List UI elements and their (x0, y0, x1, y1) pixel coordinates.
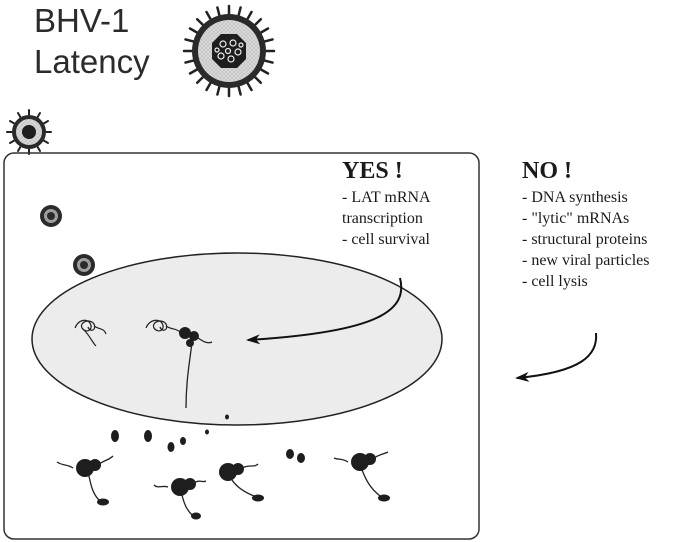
ribosome-icon (219, 463, 264, 502)
mrna-dots (111, 414, 305, 463)
cell-outline (3, 152, 480, 540)
yes-item: transcription (342, 210, 423, 227)
no-item: - "lytic" mRNAs (522, 210, 630, 227)
no-item: - new viral particles (522, 252, 650, 269)
capsid-icon (40, 205, 62, 227)
yes-heading: YES ! (342, 158, 403, 184)
no-item: - DNA synthesis (522, 189, 628, 206)
title-line-2: Latency (34, 43, 150, 80)
transcription-complex (179, 327, 213, 409)
no-item: - structural proteins (522, 231, 648, 248)
yes-panel: YES ! - LAT mRNA transcription - cell su… (342, 157, 431, 250)
ribosome-icon (333, 451, 390, 502)
diagram-title: BHV-1 Latency (34, 0, 150, 82)
no-item: - cell lysis (522, 273, 588, 290)
virion-small-icon (6, 109, 52, 155)
no-panel: NO ! - DNA synthesis - "lytic" mRNAs - s… (522, 157, 650, 292)
yes-item: - cell survival (342, 231, 430, 248)
virion-large-icon (182, 4, 276, 98)
yes-arrow (246, 277, 403, 345)
nucleus (31, 252, 443, 426)
no-arrow (515, 332, 598, 382)
yes-item: - LAT mRNA (342, 189, 431, 206)
no-heading: NO ! (522, 158, 572, 184)
ribosome-icon (56, 455, 114, 506)
capsid-icon (73, 254, 95, 276)
viral-dna-coil-icon (74, 319, 107, 347)
ribosome-icon (153, 478, 207, 520)
viral-dna-coil-icon (145, 319, 181, 333)
title-line-1: BHV-1 (34, 2, 130, 39)
